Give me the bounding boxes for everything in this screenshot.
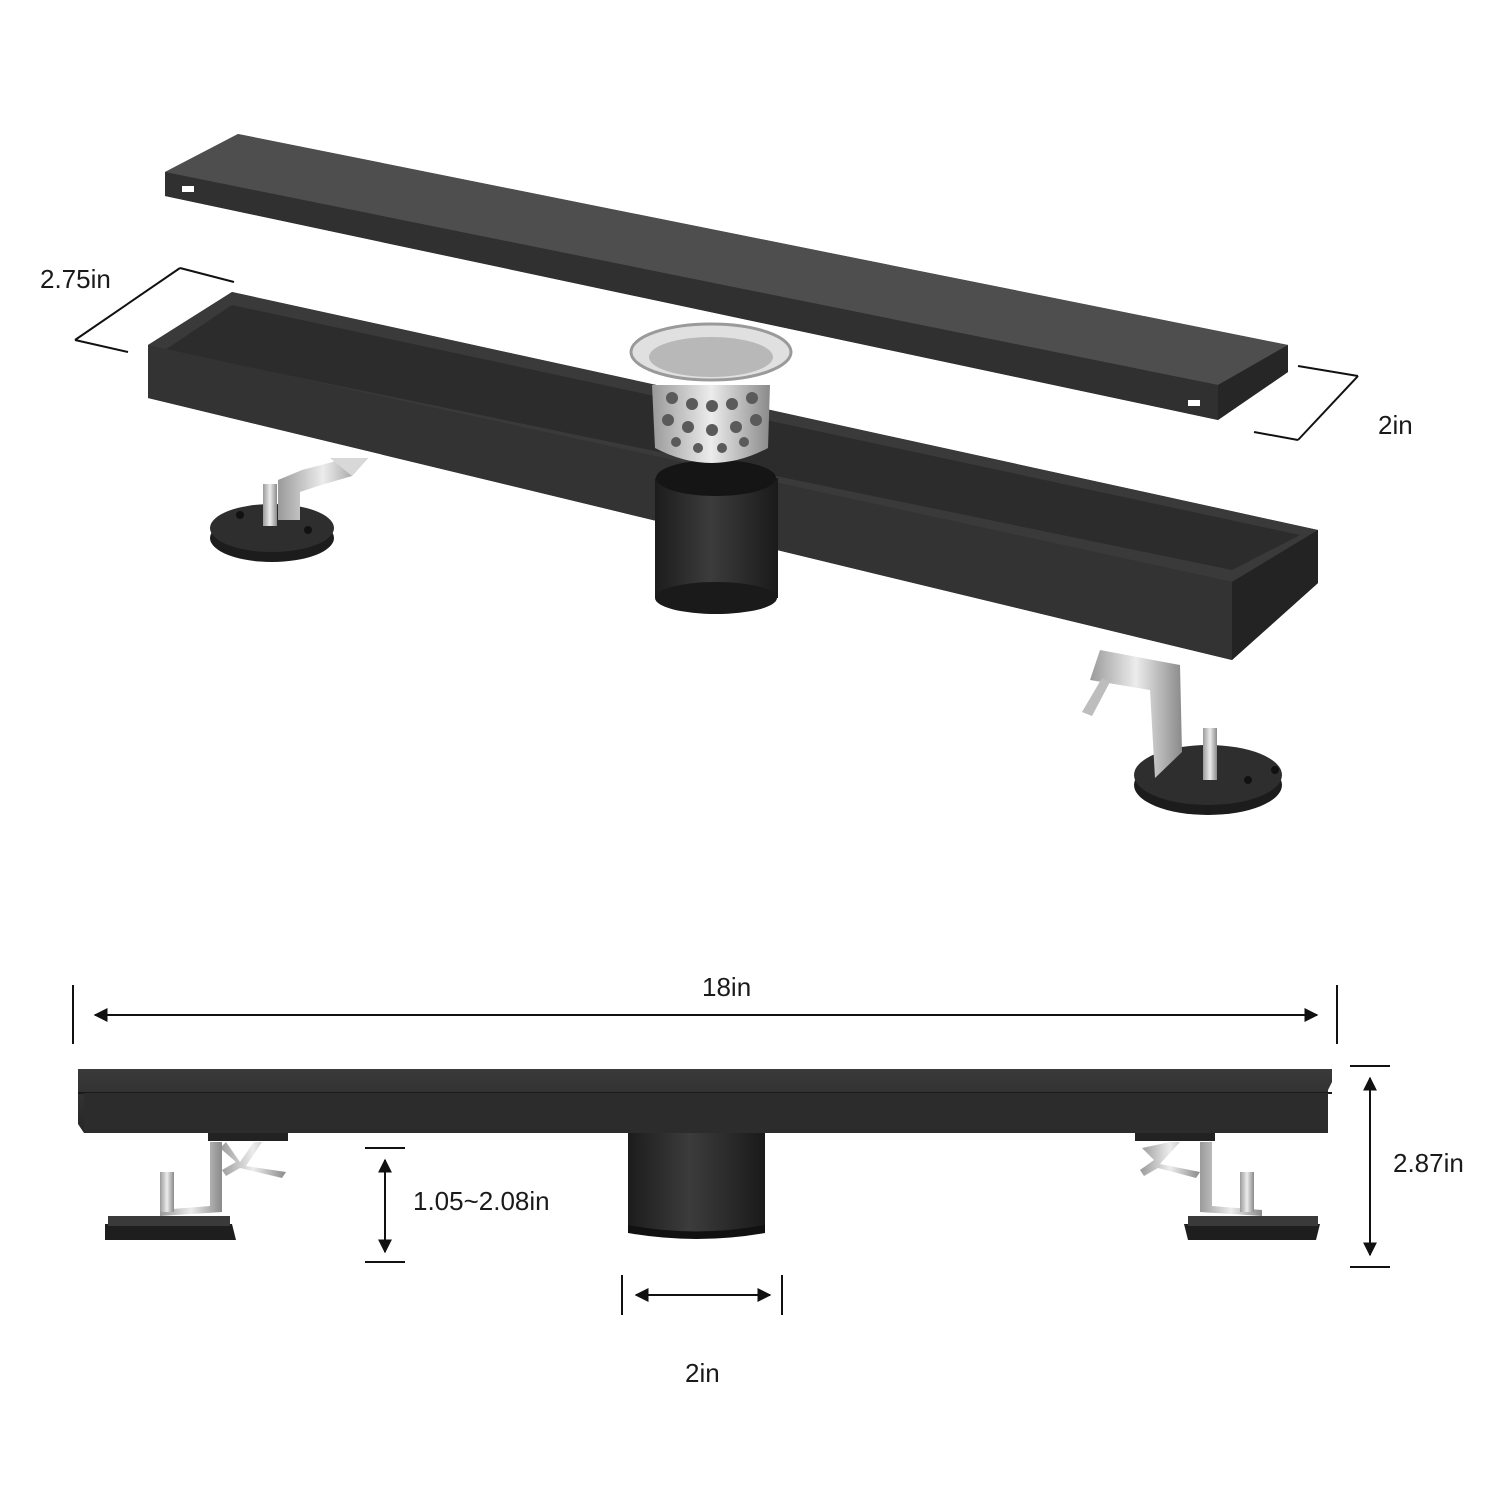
label-outlet: 2in [685, 1358, 720, 1388]
dim-length-18 [72, 985, 1338, 1044]
dim-leg-adjust [365, 1147, 405, 1263]
dim-height [1350, 1065, 1390, 1268]
leveling-leg-right [1082, 650, 1282, 815]
cover-slot [182, 186, 194, 192]
dim-outlet [621, 1275, 783, 1315]
dim-depth-2 [1253, 365, 1359, 441]
label-width-top: 2.75in [40, 264, 111, 294]
label-leg-adjust: 1.05~2.08in [413, 1186, 550, 1216]
label-length: 18in [702, 972, 751, 1002]
dim-width-2-75 [74, 267, 235, 353]
drain-outlet-pipe [655, 460, 778, 614]
label-height: 2.87in [1393, 1148, 1464, 1178]
leveling-leg-left [210, 458, 368, 562]
cover-slot [1188, 400, 1200, 406]
drain-body-side [78, 1069, 1332, 1133]
cover-grate [165, 134, 1288, 420]
leg-right-side [1135, 1133, 1320, 1240]
leg-left-side [105, 1133, 288, 1240]
strainer-basket [629, 322, 793, 463]
outlet-pipe-side [628, 1133, 765, 1239]
label-depth-top: 2in [1378, 410, 1413, 440]
